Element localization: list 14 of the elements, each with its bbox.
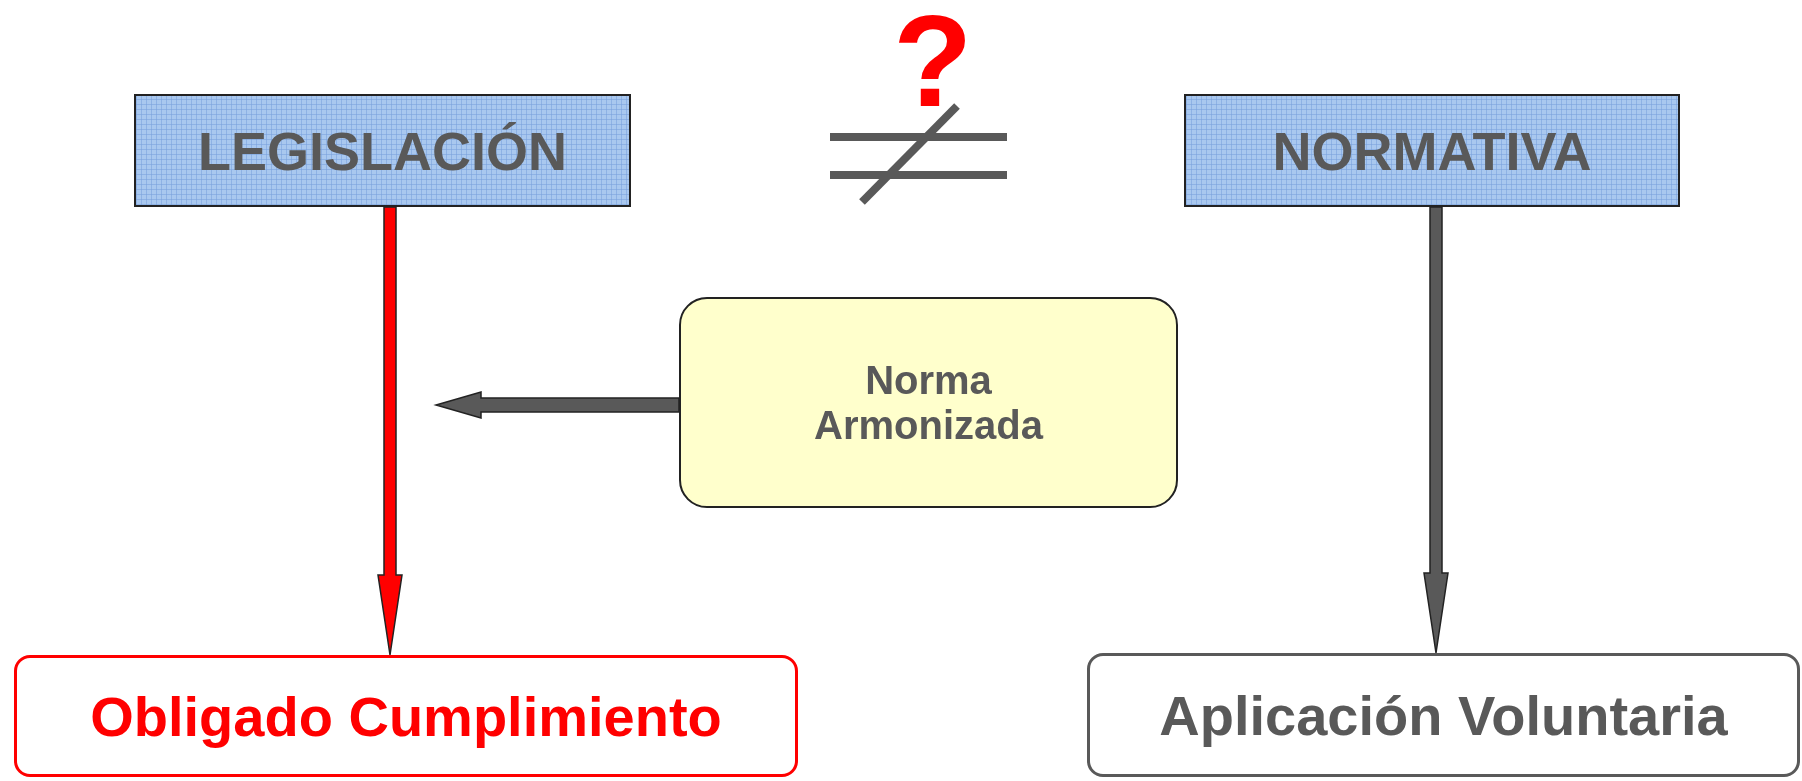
arrow: [1423, 206, 1449, 654]
box-label: Norma Armonizada: [813, 357, 1045, 448]
box-label: Aplicación Voluntaria: [1159, 682, 1728, 748]
term-box: [134, 94, 631, 207]
standard-box: [679, 297, 1178, 508]
box-label: LEGISLACIÓN: [198, 119, 567, 182]
arrow: [377, 206, 403, 656]
outcome-box: [1087, 653, 1800, 777]
term-box: [1184, 94, 1680, 207]
question-mark: ?: [893, 0, 973, 126]
outcome-box: [14, 655, 798, 777]
box-label: NORMATIVA: [1272, 119, 1592, 182]
arrow: [433, 391, 680, 419]
box-label: Obligado Cumplimiento: [90, 683, 722, 749]
